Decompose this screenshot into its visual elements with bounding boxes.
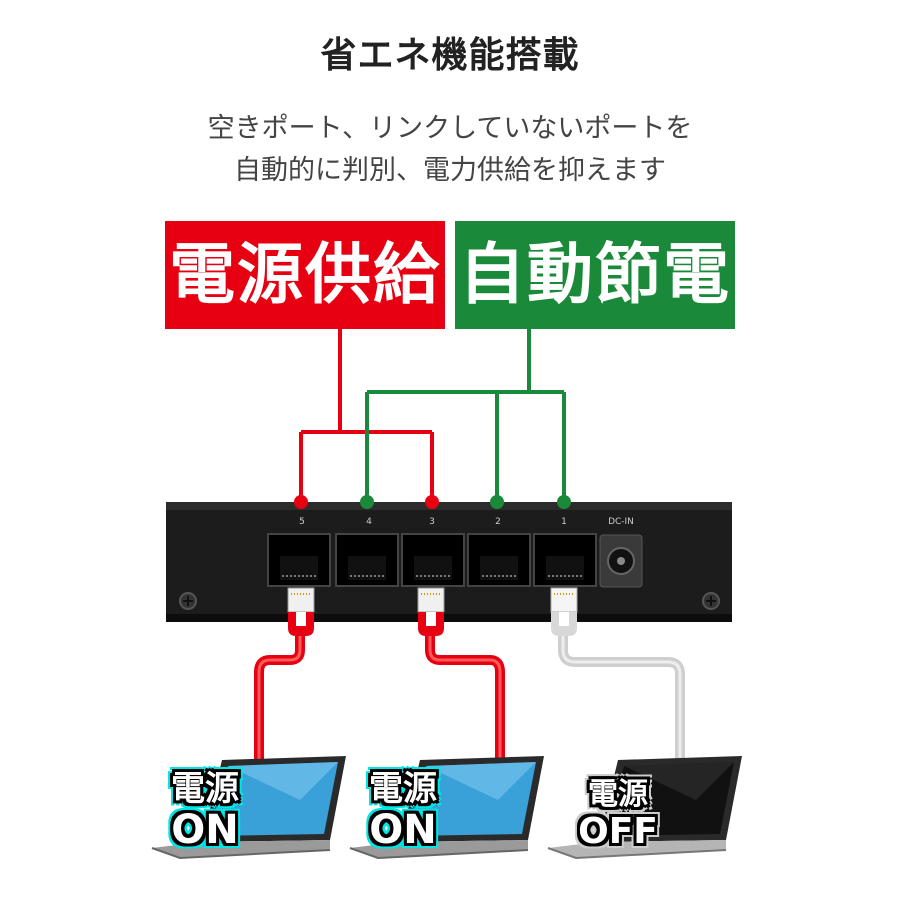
- saving-wiring: [365, 329, 566, 502]
- port-label-2: 2: [495, 517, 501, 527]
- laptop-3-label-top: 電源: [588, 777, 648, 812]
- laptop-3-label-bottom: OFF: [578, 811, 658, 852]
- power-dot-port-3: [425, 495, 439, 509]
- laptop-1-label-bottom: ON: [171, 807, 239, 853]
- laptop-2-status: 電源 ON: [358, 772, 448, 850]
- ethernet-ports: [267, 533, 597, 587]
- ethernet-port-5: [267, 533, 331, 587]
- laptop-3-status: 電源 OFF: [568, 780, 668, 850]
- rj45-plug-port-3: [417, 587, 445, 636]
- subtitle-line-2: 自動的に判別、電力供給を抑えます: [234, 155, 666, 186]
- port-labels: 5 4 3 2 1 DC-IN: [299, 517, 634, 527]
- port-label-5: 5: [299, 517, 305, 527]
- laptop-2-label-bottom: ON: [369, 807, 437, 853]
- cable-port-1: [558, 625, 685, 767]
- laptop-1-label-top: 電源: [171, 769, 239, 809]
- saving-dot-port-1: [557, 495, 571, 509]
- port-label-3: 3: [429, 517, 435, 527]
- power-dot-port-5: [294, 495, 308, 509]
- cable-port-5: [254, 625, 305, 767]
- subtitle-line-1: 空きポート、リンクしていないポートを: [207, 113, 693, 144]
- page-title: 省エネ機能搭載: [320, 35, 580, 76]
- ethernet-port-3: [401, 533, 465, 587]
- rj45-plug-port-5: [287, 587, 315, 636]
- laptop-2: [349, 756, 544, 860]
- laptop-1-status: 電源 ON: [160, 772, 250, 850]
- saving-dot-port-4: [360, 495, 374, 509]
- laptop-1: [151, 756, 346, 860]
- port-label-1: 1: [561, 517, 567, 527]
- auto-saving-badge: 自動節電: [455, 221, 735, 329]
- rj45-plug-port-1: [550, 587, 578, 636]
- saving-dot-port-2: [490, 495, 504, 509]
- port-label-4: 4: [366, 517, 372, 527]
- ethernet-port-2: [467, 533, 531, 587]
- laptop-2-label-top: 電源: [369, 769, 437, 809]
- laptop-3: [547, 756, 742, 860]
- ethernet-port-4: [335, 533, 399, 587]
- power-supply-badge: 電源供給: [165, 221, 445, 329]
- ethernet-port-1: [533, 533, 597, 587]
- connection-dots: [294, 495, 571, 509]
- cable-port-3: [425, 625, 505, 767]
- dc-in-label: DC-IN: [608, 517, 634, 527]
